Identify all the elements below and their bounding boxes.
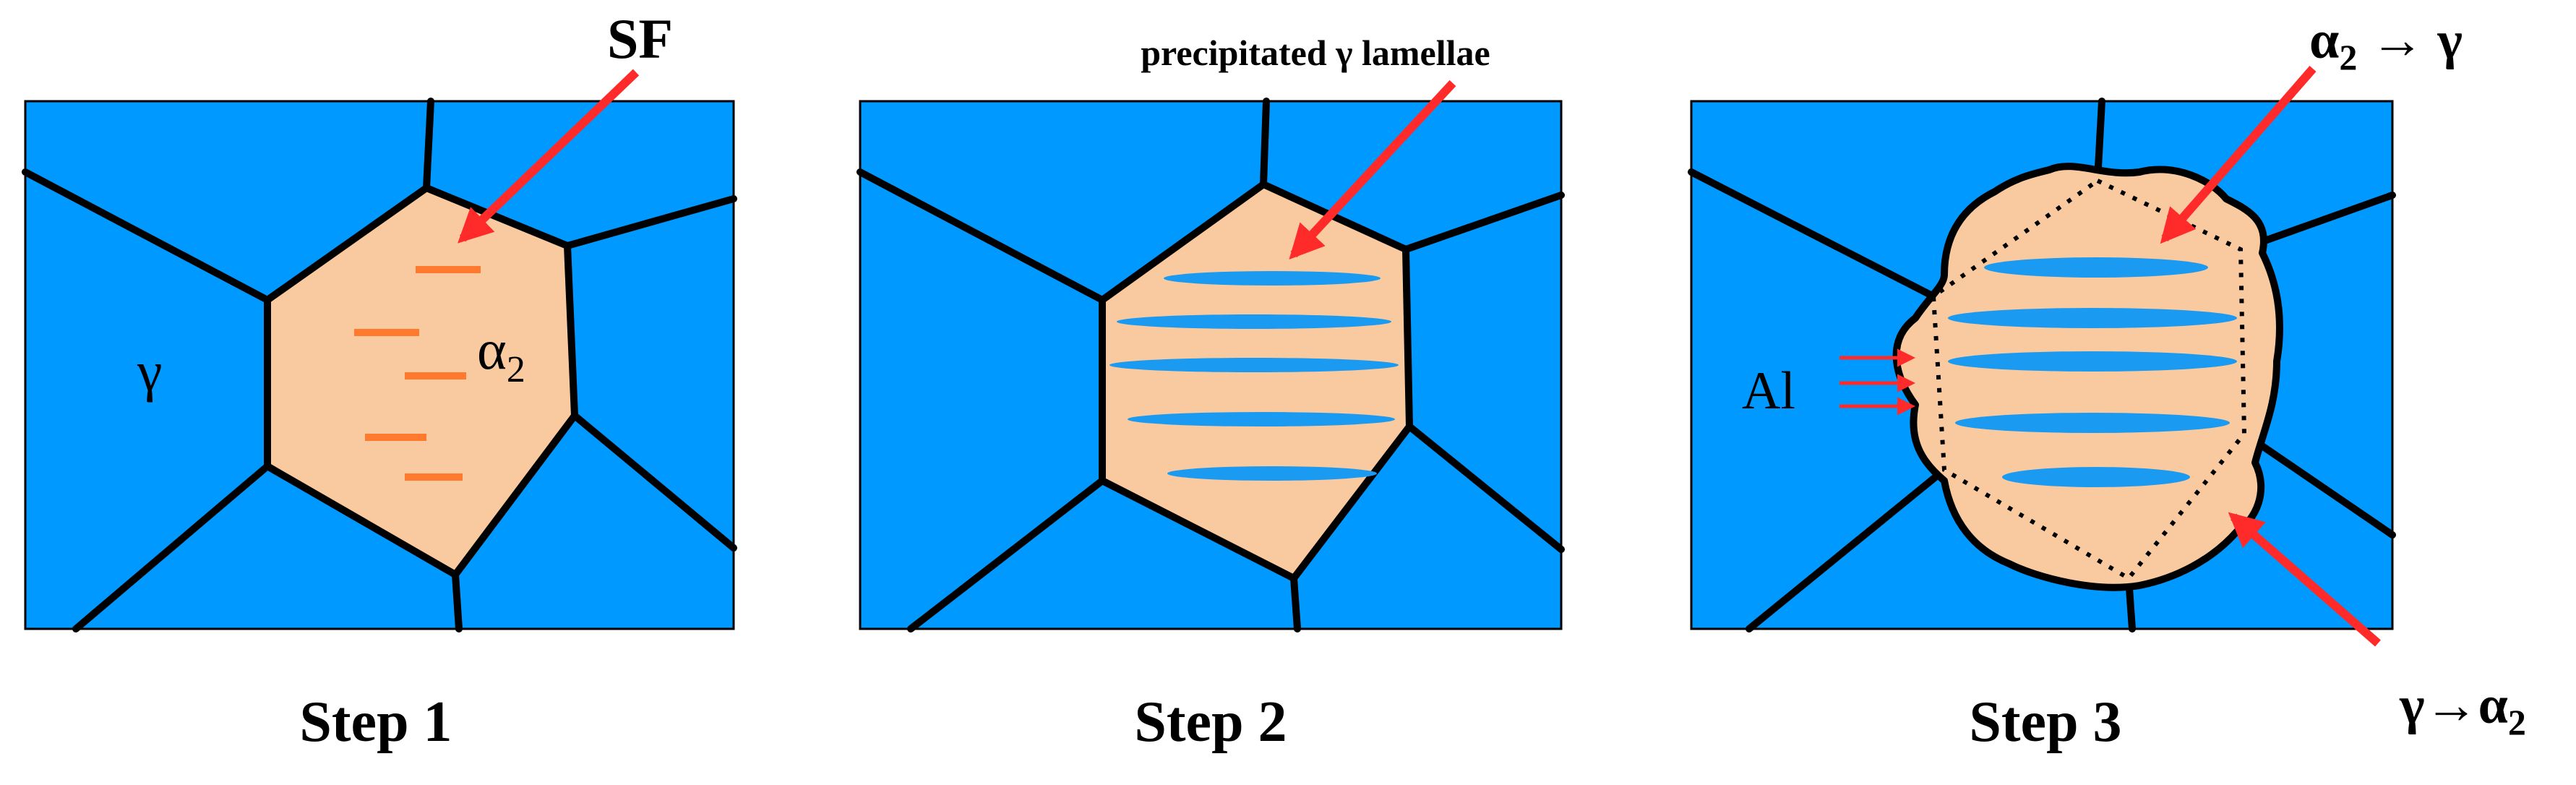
lamellae-arrow xyxy=(1289,80,1456,260)
stacking-faults xyxy=(354,266,481,481)
gamma-label-1: γ xyxy=(137,340,162,403)
caption-step-2: Step 2 xyxy=(1134,690,1287,754)
al-diffusion-arrows xyxy=(1839,348,1915,416)
caption-step-3: Step 3 xyxy=(1969,690,2121,754)
alpha2-to-gamma-annotation: α2 → γ xyxy=(2309,11,2463,77)
panel-step-2: precipitated γ lamellae Step 2 xyxy=(856,33,1565,754)
alpha2-grain-1 xyxy=(264,184,578,578)
gamma-lamellae-2 xyxy=(1109,271,1399,481)
sf-annotation: SF xyxy=(607,7,673,70)
original-grain-outline xyxy=(1931,178,2247,581)
gamma-to-alpha2-arrow xyxy=(2228,512,2381,647)
sf-arrow xyxy=(458,69,640,244)
alpha2-label-1: α2 xyxy=(477,318,525,390)
al-label: Al xyxy=(1742,361,1795,421)
gamma-lamellae-3 xyxy=(1948,257,2237,487)
panel-step-1: γ α2 SF Step 1 xyxy=(22,7,737,754)
gamma-to-alpha2-annotation: γ→α2 xyxy=(2399,676,2526,742)
panel-2-grain-boundaries xyxy=(856,98,1565,632)
alpha2-to-gamma-arrow xyxy=(2160,66,2317,244)
panel-1-grain-boundaries xyxy=(22,98,737,632)
panel-step-3: Al α2 → γ γ→α2 Step 3 xyxy=(1688,11,2526,754)
lamellae-annotation: precipitated γ lamellae xyxy=(1141,33,1490,73)
caption-step-1: Step 1 xyxy=(299,690,452,754)
